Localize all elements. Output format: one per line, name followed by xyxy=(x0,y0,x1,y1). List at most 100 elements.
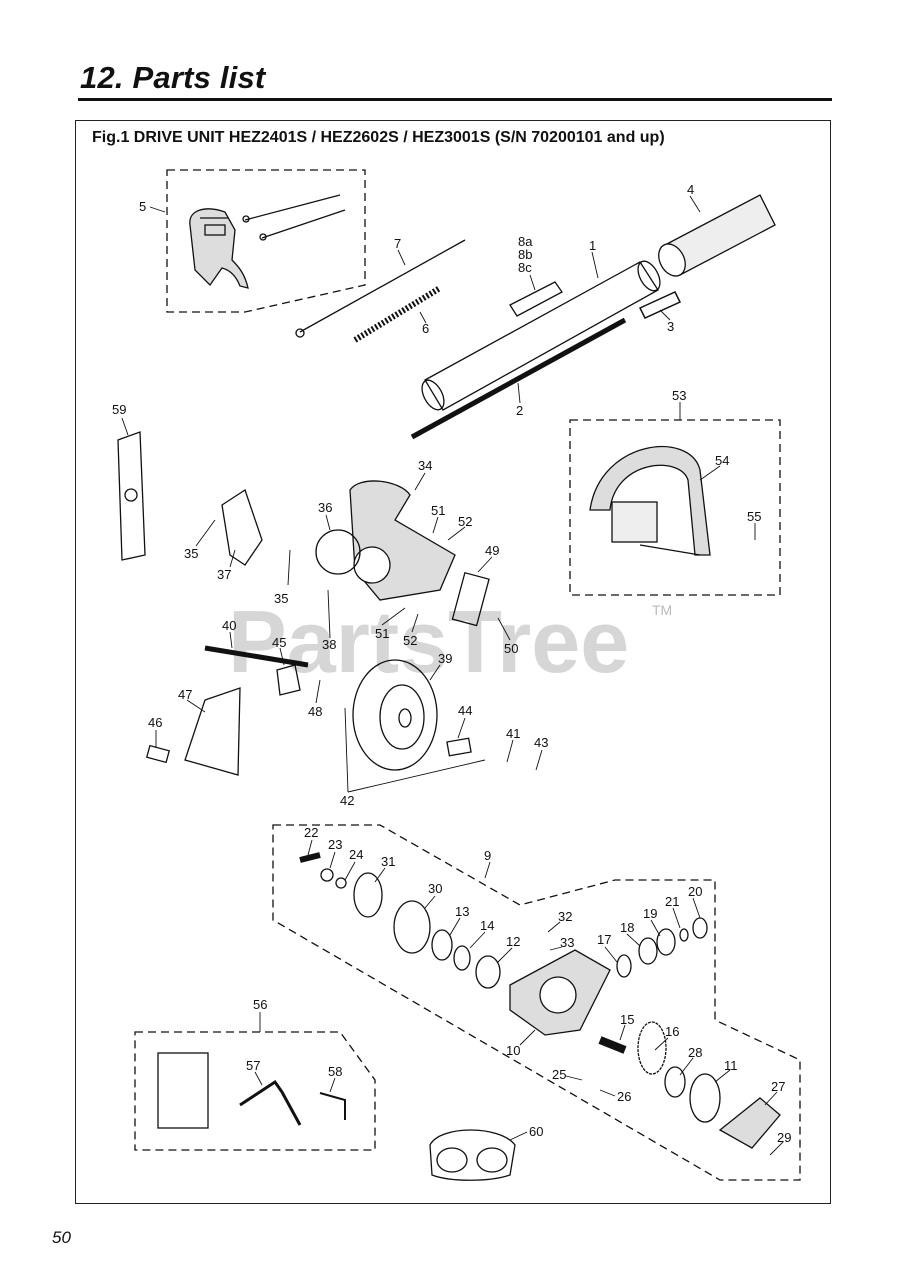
safety-goggles-part xyxy=(429,1129,516,1181)
callout-23: 23 xyxy=(328,837,342,852)
callout-51-lower: 51 xyxy=(375,626,389,641)
group-box-56 xyxy=(134,1031,376,1151)
callout-39: 39 xyxy=(438,651,452,666)
gear-16-part xyxy=(637,1021,667,1075)
callout-8c: 8c xyxy=(518,260,532,275)
callout-30: 30 xyxy=(428,881,442,896)
throttle-lever-part xyxy=(189,194,346,289)
callout-40: 40 xyxy=(222,618,236,633)
callout-3: 3 xyxy=(667,319,674,334)
label-47-part xyxy=(184,687,241,776)
cup-30-part xyxy=(393,900,431,954)
callout-50: 50 xyxy=(504,641,518,656)
loop-handle-part xyxy=(589,445,711,556)
callout-8b: 8b xyxy=(518,247,532,262)
plate-31-part xyxy=(353,872,383,918)
callout-45: 45 xyxy=(272,635,286,650)
figure-frame xyxy=(75,120,831,1204)
wheel-part xyxy=(352,659,438,771)
callout-56: 56 xyxy=(253,997,267,1012)
callout-5: 5 xyxy=(139,199,146,214)
callout-43: 43 xyxy=(534,735,548,750)
callout-51-upper: 51 xyxy=(431,503,445,518)
callout-10: 10 xyxy=(506,1043,520,1058)
bracket-part xyxy=(451,571,490,627)
callout-20: 20 xyxy=(688,884,702,899)
callout-37: 37 xyxy=(217,567,231,582)
gear-case-part xyxy=(509,949,611,1036)
bolt-22-part xyxy=(299,852,321,863)
nut-46-part xyxy=(145,744,171,764)
callout-49: 49 xyxy=(485,543,499,558)
callout-27: 27 xyxy=(771,1079,785,1094)
callout-55: 55 xyxy=(747,509,761,524)
bracket-45-part xyxy=(276,664,301,696)
callout-35-left: 35 xyxy=(184,546,198,561)
callout-4: 4 xyxy=(687,182,694,197)
callout-11: 11 xyxy=(724,1058,738,1073)
callout-9: 9 xyxy=(484,848,491,863)
manual-part xyxy=(157,1052,209,1129)
callout-53: 53 xyxy=(672,388,686,403)
callout-6: 6 xyxy=(422,321,429,336)
watermark-text: PartsTree xyxy=(228,592,629,691)
callout-18: 18 xyxy=(620,920,634,935)
callout-8a: 8a xyxy=(518,234,533,249)
callout-21: 21 xyxy=(665,894,679,909)
page-number: 50 xyxy=(52,1228,71,1247)
callout-32: 32 xyxy=(558,909,572,924)
handle-grip-part xyxy=(658,194,776,277)
callout-22: 22 xyxy=(304,825,318,840)
title-underline xyxy=(78,98,832,101)
watermark-trademark: TM xyxy=(652,602,672,618)
callout-7: 7 xyxy=(394,236,401,251)
figure-title: Fig.1 DRIVE UNIT HEZ2401S / HEZ2602S / H… xyxy=(92,129,665,146)
callout-58: 58 xyxy=(328,1064,342,1079)
group-box-53 xyxy=(569,419,781,596)
collar-44-part xyxy=(446,737,472,757)
callout-59: 59 xyxy=(112,402,126,417)
label-part xyxy=(117,431,146,561)
callout-19: 19 xyxy=(643,906,657,921)
callout-42: 42 xyxy=(340,793,354,808)
callout-1: 1 xyxy=(589,238,596,253)
callout-33: 33 xyxy=(560,935,574,950)
shaft-connector-part xyxy=(638,291,682,319)
throttle-cable-part xyxy=(299,239,466,333)
callout-48: 48 xyxy=(308,704,322,719)
callout-14: 14 xyxy=(480,918,494,933)
callout-52-lower: 52 xyxy=(403,633,417,648)
liner-part xyxy=(509,281,563,317)
callout-46: 46 xyxy=(148,715,162,730)
callout-13: 13 xyxy=(455,904,469,919)
callout-24: 24 xyxy=(349,847,363,862)
callout-28: 28 xyxy=(688,1045,702,1060)
callout-54: 54 xyxy=(715,453,729,468)
callout-44: 44 xyxy=(458,703,472,718)
cover-27-part xyxy=(718,1097,781,1149)
callout-57: 57 xyxy=(246,1058,260,1073)
callout-31: 31 xyxy=(381,854,395,869)
callout-15: 15 xyxy=(620,1012,634,1027)
plate-part xyxy=(315,529,361,575)
callout-34: 34 xyxy=(418,458,432,473)
callout-26: 26 xyxy=(617,1089,631,1104)
callout-52-upper: 52 xyxy=(458,514,472,529)
section-title: 12. Parts list xyxy=(80,60,266,95)
drive-shaft-part xyxy=(410,317,627,440)
callout-numbers: 5 7 8a 8b 8c 1 4 6 3 2 59 53 54 55 34 36… xyxy=(112,182,791,1145)
callout-60: 60 xyxy=(529,1124,543,1139)
main-pipe-part xyxy=(421,260,661,411)
callout-36: 36 xyxy=(318,500,332,515)
callout-2: 2 xyxy=(516,403,523,418)
callout-29: 29 xyxy=(777,1130,791,1145)
hex-key-part xyxy=(319,1092,346,1120)
callout-47: 47 xyxy=(178,687,192,702)
blade-guard-part xyxy=(349,480,456,601)
shaft-15-part xyxy=(598,1036,627,1054)
cover-part xyxy=(221,488,263,566)
wheel-axle-part xyxy=(204,645,309,668)
callout-12: 12 xyxy=(506,934,520,949)
callout-25: 25 xyxy=(552,1067,566,1082)
